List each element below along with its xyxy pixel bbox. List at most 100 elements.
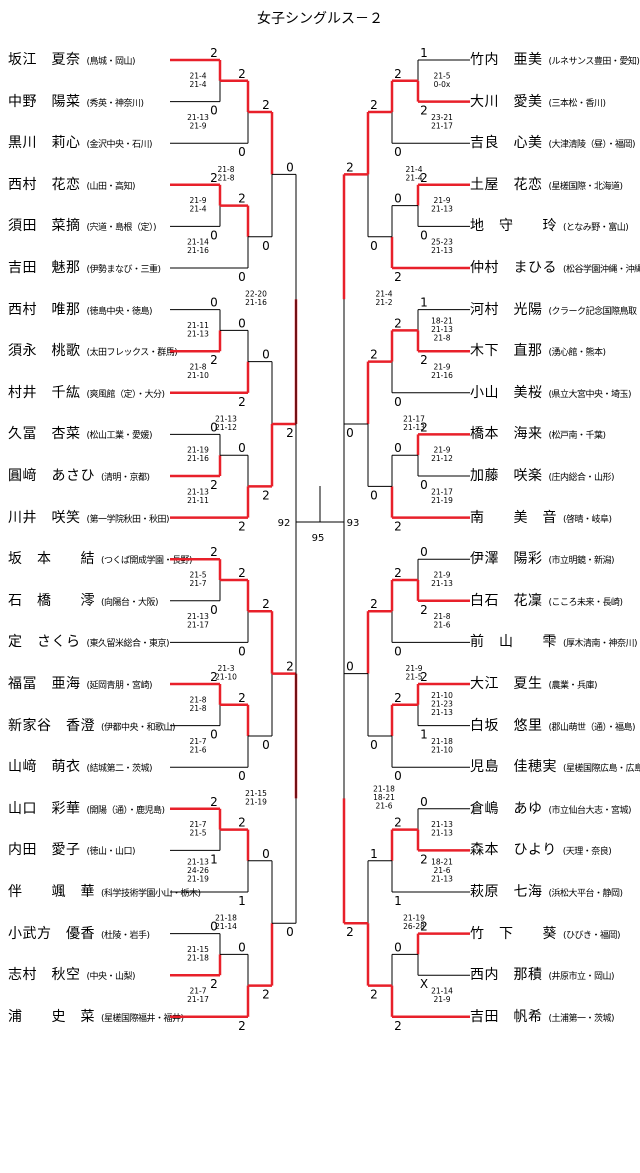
player-entry: 橋本 海来 (松戸南・千葉) bbox=[470, 423, 606, 443]
game-count: 0 bbox=[210, 228, 218, 242]
player-team: (徳島中央・徳島) bbox=[86, 306, 153, 317]
set-score: 21-9 bbox=[433, 446, 450, 455]
set-score: 21-9 bbox=[433, 363, 450, 372]
game-count: 2 bbox=[238, 566, 246, 580]
set-score: 21-11 bbox=[187, 496, 209, 505]
set-score: 21-15 bbox=[187, 945, 209, 954]
game-count: 2 bbox=[238, 192, 246, 206]
player-entry: 坂江 夏奈(鳥城・岡山) bbox=[8, 49, 136, 69]
player-team: (第一学院秋田・秋田) bbox=[86, 514, 170, 525]
game-count: 0 bbox=[370, 738, 378, 752]
player-entry: 吉良 心美 (大津清陵（昼）・福岡) bbox=[470, 132, 636, 152]
player-name: 圓﨑 あさひ bbox=[8, 468, 95, 484]
set-score: 21-17 bbox=[187, 621, 209, 630]
player-entry: 伴 颯 華(科学技術学園小山・栃木) bbox=[8, 881, 201, 901]
game-count: 2 bbox=[238, 67, 246, 81]
game-count: 1 bbox=[420, 296, 428, 310]
game-count: 2 bbox=[394, 691, 402, 705]
player-name: 白坂 悠里 bbox=[470, 717, 543, 734]
player-name: 伊澤 陽彩 bbox=[470, 551, 543, 568]
player-team: (爽風館（定）・大分) bbox=[86, 389, 166, 400]
player-entry: 西村 唯那(徳島中央・徳島) bbox=[8, 299, 153, 319]
set-score: 21-10 bbox=[431, 745, 453, 754]
player-team: (向陽台・大阪) bbox=[101, 597, 159, 608]
game-count: 0 bbox=[394, 395, 402, 409]
set-score: 21-13 bbox=[187, 329, 209, 338]
game-count: 2 bbox=[238, 395, 246, 409]
player-entry: 吉田 帆希(土浦第一・茨城) bbox=[470, 1006, 615, 1026]
set-score: 21-14 bbox=[431, 987, 453, 996]
player-name: 坂 本 結 bbox=[8, 551, 95, 568]
set-score: 21-18 bbox=[187, 953, 209, 962]
player-entry: 新家谷 香澄(伊都中央・和歌山) bbox=[8, 715, 176, 735]
set-score: 21-13 bbox=[187, 857, 209, 866]
player-team: (延岡青朋・宮崎) bbox=[86, 681, 153, 691]
set-score: 21-8 bbox=[217, 165, 234, 174]
player-team: (科学技術学園小山・栃木) bbox=[101, 889, 201, 899]
player-name: 大江 夏生 bbox=[470, 676, 543, 692]
set-score: 21-13 bbox=[431, 325, 453, 334]
player-team: (浜松大平台・静岡) bbox=[548, 889, 624, 899]
player-team: (市立仙台大志・宮城) bbox=[548, 805, 632, 816]
player-team: (結城第二・茨城) bbox=[86, 764, 153, 775]
player-team: (つくば開成学園・長野) bbox=[101, 556, 193, 567]
set-score: 21-18 bbox=[215, 914, 237, 923]
player-name: 石 橋 澪 bbox=[8, 592, 95, 609]
set-score: 18-21 bbox=[431, 317, 453, 326]
set-score: 21-6 bbox=[433, 866, 450, 875]
set-score: 21-16 bbox=[187, 454, 209, 463]
set-score: 21-11 bbox=[187, 321, 209, 330]
set-score: 21-17 bbox=[431, 487, 453, 496]
game-count: 1 bbox=[420, 728, 428, 742]
game-count: 1 bbox=[420, 46, 428, 60]
player-entry: 児島 佳穂実(星槎国際広島・広島) bbox=[470, 756, 640, 776]
set-score: 21-12 bbox=[215, 423, 237, 432]
set-score: 21-13 bbox=[403, 423, 425, 432]
game-count: 1 bbox=[394, 894, 402, 908]
player-entry: 山﨑 萌衣(結城第二・茨城) bbox=[8, 756, 153, 776]
game-count: 1 bbox=[370, 847, 378, 861]
player-name: 浦 史 菜 bbox=[8, 1008, 95, 1025]
player-team: (庄内総合・山形) bbox=[548, 473, 615, 483]
set-score: 21-8 bbox=[189, 363, 206, 372]
game-count: 2 bbox=[420, 852, 428, 866]
set-score: 21-13 bbox=[431, 874, 453, 883]
set-score: 21-15 bbox=[245, 789, 267, 798]
player-entry: 山口 彩華(開陽（通）・鹿児島) bbox=[8, 798, 165, 818]
player-team: (県立大宮中央・埼玉) bbox=[548, 389, 632, 400]
set-score: 21-6 bbox=[433, 621, 450, 630]
player-team: (松戸南・千葉) bbox=[548, 431, 607, 442]
game-count: 2 bbox=[286, 660, 294, 674]
player-team: (伊勢まなび・三重) bbox=[86, 265, 162, 275]
set-score: 22-20 bbox=[245, 290, 267, 299]
player-name: 坂江 夏奈 bbox=[8, 52, 81, 68]
player-entry: 大川 愛美(三本松・香川) bbox=[470, 91, 606, 111]
set-score: 21-4 bbox=[189, 205, 206, 214]
set-score: 21-2 bbox=[375, 298, 392, 307]
game-count: 0 bbox=[346, 660, 354, 674]
game-count: 2 bbox=[286, 426, 294, 440]
player-name: 志村 秋空 bbox=[8, 967, 81, 984]
game-count: 0 bbox=[210, 420, 218, 434]
set-score: 21-4 bbox=[189, 71, 206, 80]
player-team: (星槎国際広島・広島) bbox=[563, 764, 640, 775]
game-count: 2 bbox=[210, 795, 218, 809]
player-entry: 河村 光陽(クラーク記念国際鳥取・鳥取) bbox=[470, 299, 640, 319]
player-team: (郡山萌世（通）・福島) bbox=[548, 722, 636, 733]
player-entry: 村井 千紘(爽風館（定）・大分) bbox=[8, 382, 165, 402]
game-count: 0 bbox=[420, 545, 428, 559]
game-count: 0 bbox=[238, 644, 246, 658]
player-name: 竹 下 葵 bbox=[470, 925, 557, 942]
game-count: 2 bbox=[420, 603, 428, 617]
player-team: (大津清陵（昼）・福岡) bbox=[548, 140, 636, 151]
game-count: 2 bbox=[420, 420, 428, 434]
player-entry: 伊澤 陽彩(市立明鏡・新潟) bbox=[470, 548, 615, 568]
player-entry: 浦 史 菜(星槎国際福井・福井) bbox=[8, 1006, 184, 1026]
game-count: 2 bbox=[238, 816, 246, 830]
player-entry: 久冨 杏菜(松山工業・愛媛) bbox=[8, 423, 153, 443]
player-name: 橋本 海来 bbox=[470, 426, 543, 443]
game-count: 1 bbox=[210, 852, 218, 866]
player-name: 吉良 心美 bbox=[470, 135, 543, 152]
set-score: 26-28 bbox=[403, 922, 425, 931]
game-count: 0 bbox=[262, 738, 270, 752]
